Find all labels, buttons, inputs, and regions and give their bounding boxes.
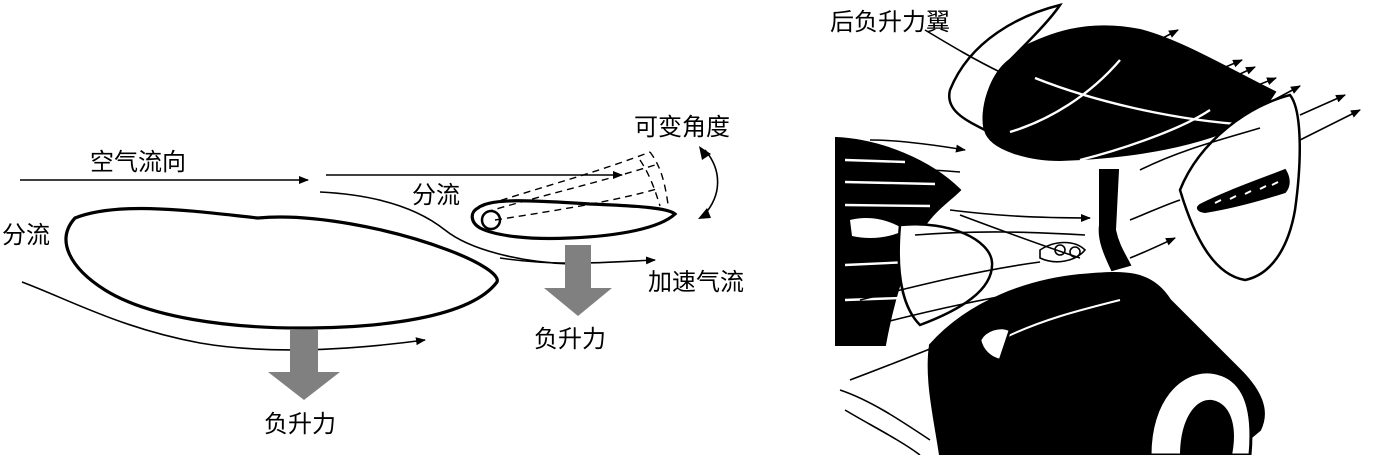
rear-wing-car-illustration: 后负升力翼 [830, 3, 1361, 455]
panel-cutout [850, 218, 905, 238]
wing-exit-arrow [1139, 29, 1179, 51]
main-downforce-label: 负升力 [264, 410, 336, 438]
variable-angle-arrowhead-bottom [698, 208, 711, 219]
wing-cross-section-diagram: 空气流向 分流 分流 可变角度 加速气流 负升力 负升力 [2, 113, 744, 438]
wing-exit-arrow [1239, 77, 1277, 93]
wing-exit-arrow [1209, 66, 1256, 89]
body-airflow-line [1139, 127, 1261, 171]
accelerated-airflow-label: 加速气流 [648, 268, 744, 296]
wing-support-stanchion [1098, 169, 1132, 272]
wing-exit-arrow [1194, 59, 1243, 81]
variable-angle-arrowhead-top [699, 146, 711, 160]
rear-wing-top-outline [947, 3, 1063, 133]
vent-outline [1039, 241, 1087, 263]
flap-position-dashed-2 [485, 164, 656, 213]
rear-wing-label: 后负升力翼 [830, 8, 950, 36]
end-plate-logo-bar [1196, 168, 1290, 214]
body-airflow-arrow [1129, 237, 1176, 259]
body-airflow-arrow [949, 209, 1091, 222]
flap-position-dashed-1 [477, 151, 651, 209]
panel-stripe [844, 296, 901, 302]
panel-stripe [844, 180, 936, 186]
panel-stripe [844, 158, 906, 164]
split-flow-left-label: 分流 [2, 221, 50, 249]
wing-exit-arrow [1299, 94, 1346, 116]
main-wing-airfoil [64, 206, 499, 330]
body-airflow-line [959, 214, 1081, 259]
airflow-direction-label: 空气流向 [90, 148, 186, 176]
body-airflow-line [867, 166, 961, 173]
flap-position-dashed-4 [649, 151, 669, 205]
body-airflow-line [859, 261, 1041, 301]
variable-angle-label: 可变角度 [634, 113, 730, 141]
wing-highlight [1034, 76, 1251, 127]
wing-exit-arrow [1269, 85, 1301, 103]
variable-angle-arc [703, 149, 719, 216]
rear-light-block [940, 405, 970, 450]
rear-wheel [1180, 399, 1234, 455]
wing-exit-arrow [1299, 109, 1361, 141]
split-flow-mid-label: 分流 [412, 181, 460, 209]
body-airflow-line [849, 289, 1081, 381]
flap-airfoil [470, 199, 678, 241]
lower-skirt-line [839, 389, 931, 441]
body-airflow-line [854, 289, 1046, 331]
rear-wing-leader-line [924, 29, 1003, 74]
body-airflow-line [914, 231, 1086, 236]
panel-stripe [844, 203, 931, 208]
flap-downforce-arrow [544, 245, 612, 316]
lower-skirt-line [844, 409, 921, 455]
wing-highlight [1009, 59, 1121, 134]
body-airflow-line [1129, 199, 1181, 221]
flap-downforce-label: 负升力 [534, 325, 606, 353]
upper-wing-flow [319, 191, 571, 265]
wing-highlight [1079, 109, 1211, 162]
end-plate-logo-marks [1214, 181, 1279, 204]
body-airflow-arrow [869, 139, 966, 153]
car-body-line [999, 299, 1121, 341]
car-body-detail [978, 326, 1012, 362]
under-wing-flow-arrow [21, 281, 426, 351]
flap-position-dashed-5 [639, 159, 661, 207]
main-downforce-arrow [268, 330, 340, 400]
